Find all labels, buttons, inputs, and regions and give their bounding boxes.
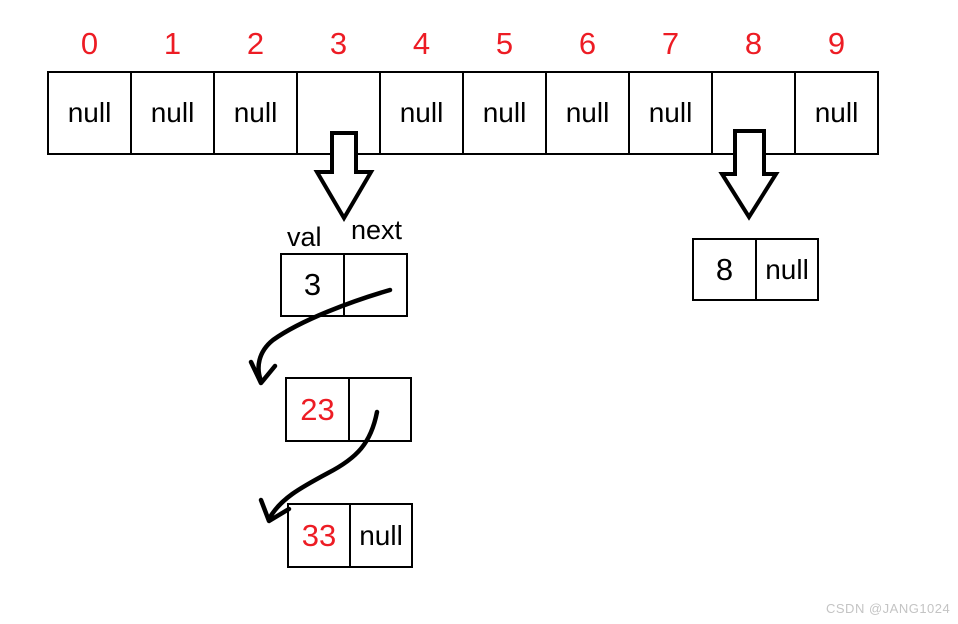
node-23-next-cell (350, 379, 410, 440)
next-field-label: next (351, 215, 403, 245)
list-node-8: 8 null (692, 238, 819, 301)
bucket-cell-9: null (794, 71, 879, 155)
bucket-cell-3 (296, 71, 381, 155)
node-8-next-cell: null (765, 253, 809, 285)
list-node-33: 33 null (287, 503, 413, 568)
watermark: CSDN @JANG1024 (826, 601, 951, 616)
curved-arrow-3-to-23-head (248, 359, 278, 386)
curved-arrow-23-to-33-head (258, 497, 292, 524)
node-8-val-cell: 8 (694, 240, 757, 299)
bucket-index-2: 2 (246, 26, 265, 61)
bucket-index-9: 9 (827, 26, 846, 61)
bucket-index-0: 0 (80, 26, 99, 61)
bucket-cell-2: null (213, 71, 298, 155)
bucket-index-6: 6 (578, 26, 597, 61)
bucket-index-row: 0 1 2 3 4 5 6 7 8 9 (48, 27, 878, 61)
bucket-index-8: 8 (744, 26, 763, 61)
node-33-val-cell: 33 (289, 505, 351, 566)
bucket-index-5: 5 (495, 26, 514, 61)
bucket-index-7: 7 (661, 26, 680, 61)
bucket-cell-0: null (47, 71, 132, 155)
bucket-cell-6: null (545, 71, 630, 155)
bucket-cell-8 (711, 71, 796, 155)
list-node-3: 3 (280, 253, 408, 317)
bucket-cell-7: null (628, 71, 713, 155)
bucket-index-3: 3 (329, 26, 348, 61)
bucket-cell-4: null (379, 71, 464, 155)
bucket-index-4: 4 (412, 26, 431, 61)
list-node-23: 23 (285, 377, 412, 442)
val-field-label: val (287, 222, 322, 252)
node-3-val-cell: 3 (282, 255, 345, 315)
bucket-index-1: 1 (163, 26, 182, 61)
bucket-cell-5: null (462, 71, 547, 155)
bucket-cell-1: null (130, 71, 215, 155)
bucket-array: null null null null null null null null (47, 71, 879, 155)
node-3-next-cell (345, 255, 406, 315)
node-33-next-cell: null (359, 519, 403, 551)
node-23-val-cell: 23 (287, 379, 350, 440)
